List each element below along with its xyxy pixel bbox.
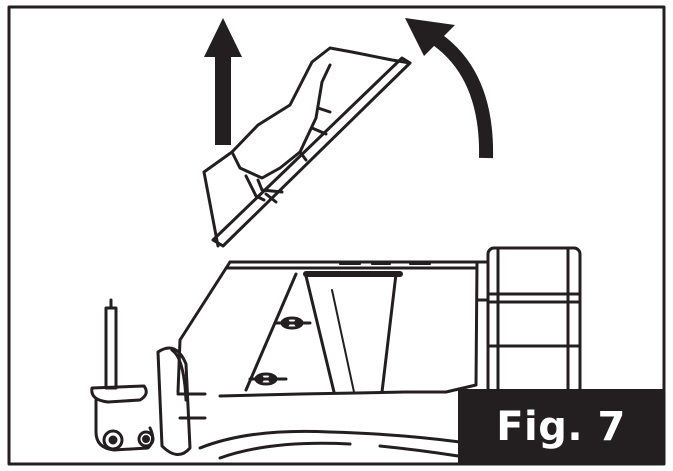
- figure-label: Fig. 7: [458, 389, 664, 464]
- wheel-axle-left: [102, 429, 124, 451]
- latch-lower: [248, 372, 288, 386]
- figure-frame: [7, 5, 666, 466]
- hopper-body: [176, 260, 479, 398]
- rotate-arrow-icon: [405, 18, 494, 159]
- wheel-axle-right: [137, 430, 155, 448]
- lifted-lid: [202, 46, 412, 248]
- chassis: [198, 429, 462, 460]
- up-arrow-icon: [204, 18, 242, 145]
- latch-upper: [274, 316, 312, 330]
- front-wheel: [156, 346, 207, 456]
- stacked-bags: [476, 246, 582, 396]
- figure-label-text: Fig. 7: [496, 403, 626, 450]
- handle-post: [90, 298, 155, 452]
